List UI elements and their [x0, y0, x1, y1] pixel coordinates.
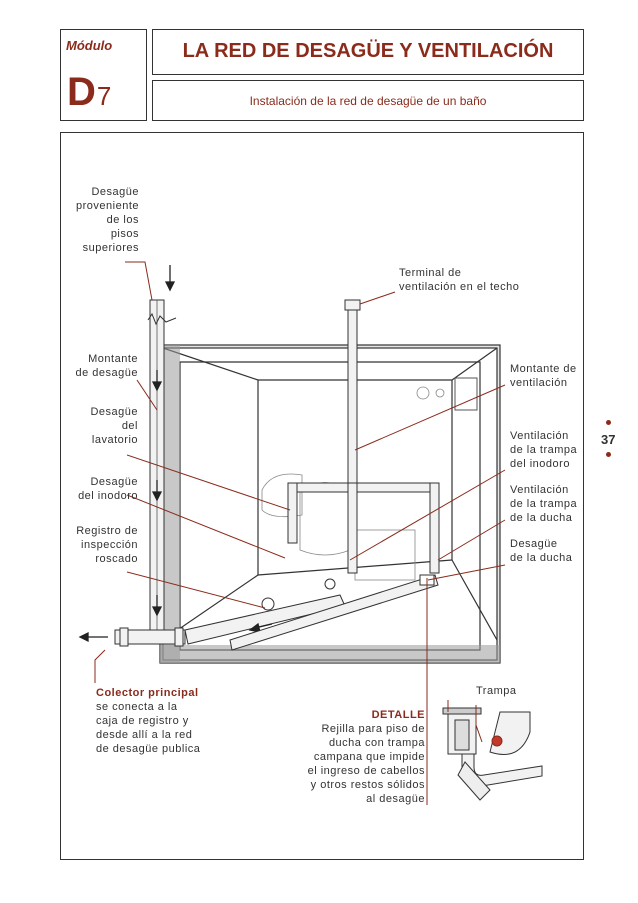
page-dot-bottom: [606, 452, 611, 457]
page-dot-top: [606, 420, 611, 425]
page-title: LA RED DE DESAGÜE Y VENTILACIÓN: [182, 40, 554, 62]
module-number: 7: [96, 81, 113, 111]
left-wall-shade: [160, 345, 180, 663]
label-detalle: DETALLE Rejilla para piso de ducha con t…: [300, 708, 425, 806]
label-ventilacion-inodoro: Ventilación de la trampa del inodoro: [510, 430, 578, 470]
label-terminal-ventilacion: Terminal de ventilación en el techo: [399, 267, 520, 293]
detail-trap-illustration: [442, 700, 543, 801]
module-label: Módulo: [66, 38, 113, 53]
page-subtitle: Instalación de la red de desagüe de un b…: [249, 94, 487, 108]
room-walls: [159, 344, 501, 664]
leader-lines: [94, 261, 506, 805]
flow-arrows-stack: [151, 265, 176, 617]
label-desague-ducha: Desagüe de la ducha: [510, 538, 573, 564]
vent-stack: [287, 299, 440, 574]
detalle-title: DETALLE: [371, 709, 425, 721]
label-montante-ventilacion: Montante de ventilación: [510, 363, 577, 389]
page-number: 37: [601, 432, 616, 447]
module-letter: D: [67, 70, 97, 114]
flow-arrow-out: [78, 622, 273, 643]
label-registro-inspeccion: Registro de inspección roscado: [76, 525, 138, 565]
drain-stack: [149, 299, 165, 641]
floor-shade: [160, 645, 500, 663]
collector-pipe: [114, 594, 346, 647]
diagram-frame: [60, 132, 584, 860]
colector-title: Colector principal: [96, 687, 199, 699]
label-desague-inodoro: Desagüe del inodoro: [78, 476, 138, 502]
window: [454, 377, 478, 411]
label-colector-principal: Colector principal se conecta a la caja …: [96, 686, 236, 756]
label-montante-desague: Montante de desagüe: [75, 353, 138, 379]
label-desague-pisos: Desagüe proveniente de los pisos superio…: [76, 186, 139, 254]
label-trampa: Trampa: [476, 685, 517, 697]
module-code: D7: [67, 70, 112, 115]
title-box: LA RED DE DESAGÜE Y VENTILACIÓN: [152, 29, 584, 75]
shower-branch: [229, 574, 439, 651]
break-mark: [147, 312, 177, 326]
subtitle-box: Instalación de la red de desagüe de un b…: [152, 80, 584, 121]
label-desague-lavatorio: Desagüe del lavatorio: [90, 406, 138, 446]
module-box: Módulo D7: [60, 29, 147, 121]
label-ventilacion-ducha: Ventilación de la trampa de la ducha: [510, 484, 578, 524]
